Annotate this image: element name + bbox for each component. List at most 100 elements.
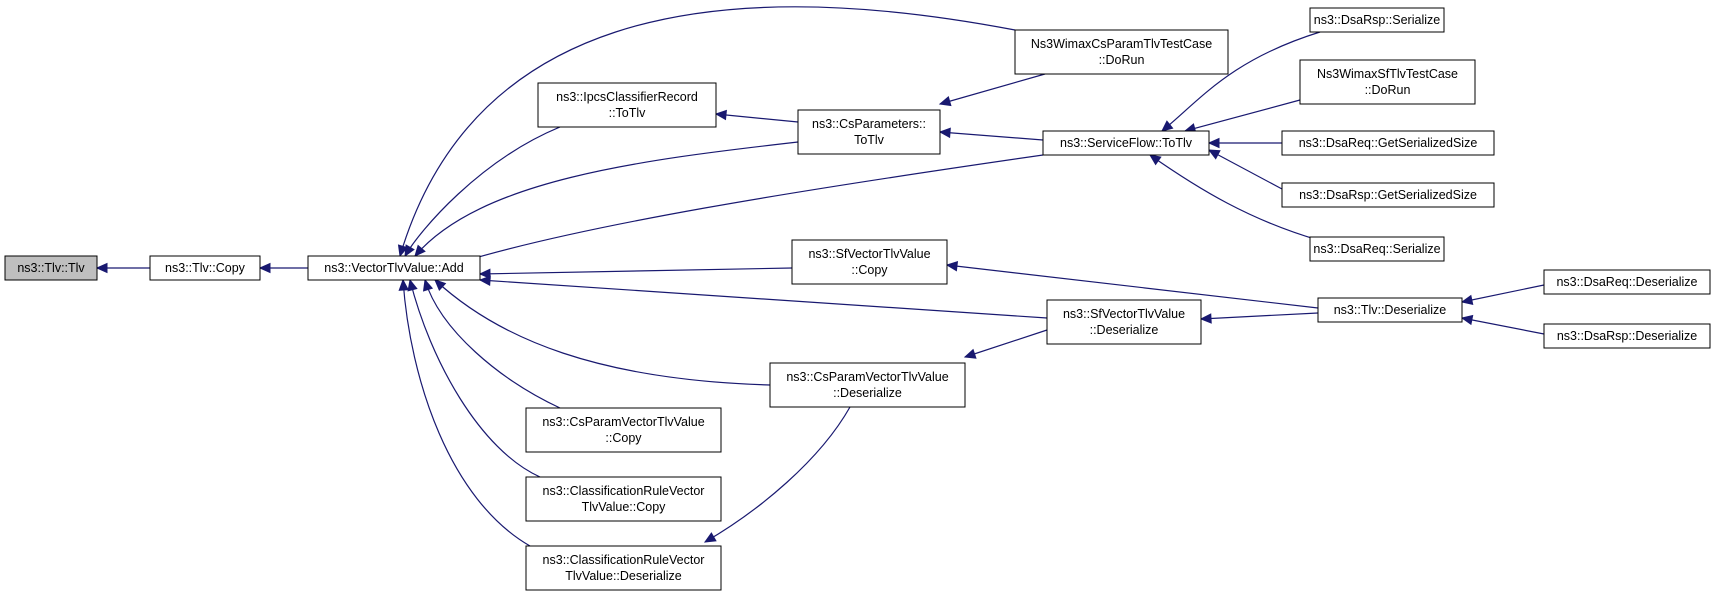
arrowhead-icon — [1149, 154, 1162, 166]
arrowhead-icon — [407, 278, 418, 292]
node-dsarsp-deserialize[interactable]: ns3::DsaRsp::Deserialize — [1543, 323, 1711, 349]
node-vector-add[interactable]: ns3::VectorTlvValue::Add — [307, 255, 481, 281]
node-label: ns3::ClassificationRuleVector — [543, 484, 705, 498]
node-box — [1543, 269, 1711, 295]
arrowhead-icon — [1207, 149, 1221, 160]
node-label: ::Deserialize — [833, 386, 902, 400]
node-box — [525, 476, 722, 522]
node-box — [1014, 29, 1229, 75]
node-box — [1046, 299, 1202, 345]
node-dsareq-serialize[interactable]: ns3::DsaReq::Serialize — [1309, 236, 1445, 262]
edge-wimax_cs_dorun-to-vector_add — [397, 6, 1016, 258]
edge-sfvector_deserialize-to-vector_add — [478, 275, 1048, 319]
arrowhead-icon — [422, 278, 434, 292]
edge-sfvector_deserialize-to-csparamvector_deserialize — [963, 329, 1048, 359]
edge-wimax_cs_dorun-to-csparams_totlv — [938, 73, 1046, 107]
node-label: ns3::SfVectorTlvValue — [808, 247, 930, 261]
edge-tlv_deserialize-to-sfvector_copy — [945, 260, 1319, 309]
node-label: ToTlv — [854, 133, 885, 147]
node-wimax-cs-dorun[interactable]: Ns3WimaxCsParamTlvTestCase::DoRun — [1014, 29, 1229, 75]
node-box — [797, 109, 941, 155]
node-box — [1543, 323, 1711, 349]
edge-line — [414, 141, 799, 257]
edge-line — [479, 267, 793, 275]
node-classrule-copy[interactable]: ns3::ClassificationRuleVectorTlvValue::C… — [525, 476, 722, 522]
node-sfvector-copy[interactable]: ns3::SfVectorTlvValue::Copy — [791, 239, 948, 285]
node-box — [1281, 182, 1495, 208]
node-dsareq-getsize[interactable]: ns3::DsaReq::GetSerializedSize — [1281, 130, 1495, 156]
edge-line — [1208, 149, 1283, 190]
node-label: ns3::CsParamVectorTlvValue — [542, 415, 704, 429]
node-label: ns3::CsParameters:: — [812, 117, 926, 131]
node-box — [525, 407, 722, 453]
edge-dsareq_deserialize-to-tlv_deserialize — [1460, 284, 1545, 306]
edge-line — [434, 279, 771, 386]
node-ipcs-totlv[interactable]: ns3::IpcsClassifierRecord::ToTlv — [537, 82, 717, 128]
node-label: ns3::DsaReq::GetSerializedSize — [1299, 136, 1478, 150]
arrowhead-icon — [1460, 314, 1474, 326]
arrowhead-icon — [434, 279, 447, 291]
node-csparams-totlv[interactable]: ns3::CsParameters::ToTlv — [797, 109, 941, 155]
edge-line — [424, 279, 561, 409]
edge-line — [404, 126, 561, 257]
edge-tlv_copy-to-tlv_tlv — [95, 262, 150, 274]
node-label: ns3::ClassificationRuleVector — [543, 553, 705, 567]
node-tlv-deserialize[interactable]: ns3::Tlv::Deserialize — [1317, 297, 1463, 323]
edge-line — [939, 73, 1046, 105]
node-label: ns3::DsaRsp::GetSerializedSize — [1299, 188, 1477, 202]
edge-classrule_deserialize-to-vector_add — [398, 278, 531, 547]
node-tlv-tlv[interactable]: ns3::Tlv::Tlv — [4, 255, 98, 281]
node-sf-totlv[interactable]: ns3::ServiceFlow::ToTlv — [1042, 130, 1210, 156]
node-label: ns3::DsaReq::Serialize — [1313, 242, 1440, 256]
node-box — [307, 255, 481, 281]
arrowhead-icon — [938, 127, 951, 139]
node-dsarsp-serialize[interactable]: ns3::DsaRsp::Serialize — [1309, 7, 1445, 33]
edge-line — [704, 406, 851, 543]
node-classrule-deserialize[interactable]: ns3::ClassificationRuleVectorTlvValue::D… — [525, 545, 722, 591]
edge-layer — [95, 6, 1545, 547]
node-label: TlvValue::Copy — [582, 500, 667, 514]
node-dsarsp-getsize[interactable]: ns3::DsaRsp::GetSerializedSize — [1281, 182, 1495, 208]
edge-line — [939, 131, 1044, 141]
edge-line — [1184, 99, 1301, 132]
arrowhead-icon — [938, 96, 952, 107]
node-label: Ns3WimaxCsParamTlvTestCase — [1031, 37, 1212, 51]
node-box — [769, 362, 966, 408]
node-box — [537, 82, 717, 128]
edge-csparams_totlv-to-vector_add — [414, 141, 799, 257]
edge-line — [1461, 317, 1545, 335]
node-tlv-copy[interactable]: ns3::Tlv::Copy — [149, 255, 261, 281]
arrowhead-icon — [1199, 313, 1212, 324]
edge-dsarsp_serialize-to-sf_totlv — [1161, 31, 1321, 132]
node-csparamvector-copy[interactable]: ns3::CsParamVectorTlvValue::Copy — [525, 407, 722, 453]
node-label: ns3::DsaRsp::Serialize — [1314, 13, 1440, 27]
node-label: ns3::Tlv::Tlv — [17, 261, 85, 275]
edge-line — [409, 279, 541, 478]
node-box — [1309, 236, 1445, 262]
node-box — [149, 255, 261, 281]
node-label: Ns3WimaxSfTlvTestCase — [1317, 67, 1458, 81]
node-box — [525, 545, 722, 591]
node-label: ::DoRun — [1365, 83, 1411, 97]
node-box — [4, 255, 98, 281]
node-label: TlvValue::Deserialize — [565, 569, 682, 583]
node-box — [1317, 297, 1463, 323]
edge-line — [479, 279, 1048, 319]
edge-csparams_totlv-to-ipcs_totlv — [714, 109, 799, 123]
arrowhead-icon — [1161, 120, 1174, 132]
arrowhead-icon — [1207, 137, 1220, 149]
edge-line — [715, 113, 799, 123]
node-sfvector-deserialize[interactable]: ns3::SfVectorTlvValue::Deserialize — [1046, 299, 1202, 345]
edge-line — [402, 279, 531, 547]
node-label: ns3::IpcsClassifierRecord — [556, 90, 698, 104]
node-wimax-sf-dorun[interactable]: Ns3WimaxSfTlvTestCase::DoRun — [1299, 59, 1476, 105]
node-dsareq-deserialize[interactable]: ns3::DsaReq::Deserialize — [1543, 269, 1711, 295]
edge-sf_totlv-to-csparams_totlv — [938, 127, 1044, 141]
node-box — [1042, 130, 1210, 156]
edge-ipcs_totlv-to-vector_add — [404, 126, 561, 258]
edge-line — [964, 329, 1048, 358]
arrowhead-icon — [398, 278, 409, 291]
arrowhead-icon — [478, 275, 491, 286]
node-csparamvector-deserialize[interactable]: ns3::CsParamVectorTlvValue::Deserialize — [769, 362, 966, 408]
edge-line — [399, 6, 1016, 257]
